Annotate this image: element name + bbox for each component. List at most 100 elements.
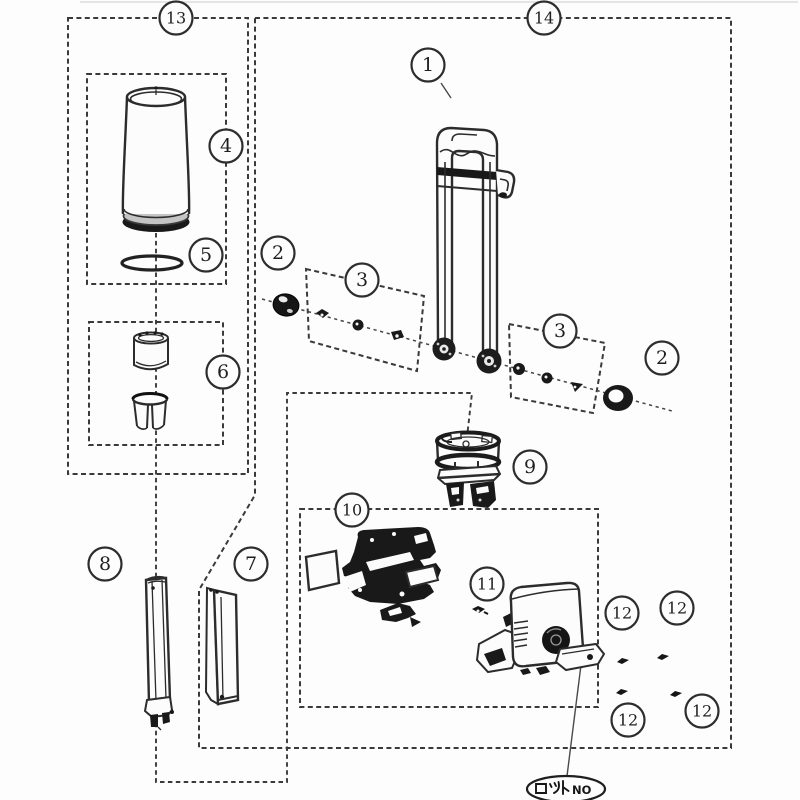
callout-circle [542, 313, 578, 349]
callout-circle [610, 702, 646, 738]
callout-number: 9 [524, 456, 536, 478]
callout-5: 5 [188, 237, 224, 273]
frame-wheel-hub-right [476, 348, 502, 374]
callout-circle [604, 595, 640, 631]
callout-number: 12 [667, 599, 687, 618]
callout-circle [659, 590, 695, 626]
callout-number: 8 [99, 553, 111, 575]
callout-number: 2 [272, 242, 284, 264]
callout-circle [410, 47, 446, 83]
callout-circle [512, 449, 548, 485]
callout-number: 13 [166, 9, 186, 28]
callout-12: 12 [604, 595, 640, 631]
axle-cone [571, 382, 583, 392]
base-main-body [342, 527, 441, 604]
frame-wheel-hub-left [432, 337, 456, 361]
callout-number: 12 [618, 711, 638, 730]
group-box-10 [299, 508, 599, 708]
callout-6: 6 [205, 354, 241, 390]
callout-12: 12 [684, 693, 720, 729]
part-6-filter-set [131, 331, 169, 430]
callout-14: 14 [526, 0, 562, 36]
callout-1-leader [440, 82, 452, 99]
callout-number: 7 [245, 553, 257, 575]
callout-3: 3 [344, 262, 380, 298]
callout-2: 2 [644, 340, 680, 376]
part-2-wheel-cap-left [272, 293, 300, 317]
callout-11: 11 [469, 566, 505, 602]
housing-port [542, 626, 570, 654]
cup-body [122, 97, 190, 214]
callout-9: 9 [512, 449, 548, 485]
part-11-screw [472, 606, 489, 615]
callout-circle [334, 492, 370, 528]
group-box-3-right [507, 322, 607, 415]
callout-number: 14 [534, 9, 554, 28]
callout-number: 2 [656, 347, 668, 369]
callout-number: 5 [200, 244, 212, 266]
callout-circle [188, 237, 224, 273]
screw [657, 654, 669, 660]
frame-cross-bar [437, 167, 497, 180]
part-3-axle-parts-right [513, 363, 583, 392]
frame-hook [495, 168, 516, 199]
callout-circle [158, 0, 194, 36]
callout-3: 3 [542, 313, 578, 349]
part-12-screws [616, 654, 682, 697]
callout-circle [344, 262, 380, 298]
motor-leg-right [470, 481, 496, 508]
base-bracket [380, 603, 421, 627]
part-5-o-ring [120, 254, 184, 272]
lot-no-stamp-location [587, 654, 593, 660]
filter-frame [131, 392, 169, 430]
callout-circle [205, 354, 241, 390]
callout-circle [469, 566, 505, 602]
callout-4: 4 [208, 128, 244, 164]
part-9-motor-fan-assembly [434, 430, 502, 508]
housing-baseplate [554, 642, 606, 672]
screw [670, 691, 682, 697]
callout-number: 6 [217, 361, 229, 383]
part-4-dust-cup [121, 86, 191, 232]
callout-2: 2 [260, 235, 296, 271]
callout-8: 8 [87, 546, 123, 582]
callout-number: 10 [342, 501, 362, 520]
square-plate [304, 549, 341, 592]
part-7-cover-panel [204, 586, 240, 706]
screw [617, 658, 629, 664]
group-box-6 [88, 321, 224, 446]
callout-circle [87, 546, 123, 582]
callout-number: 11 [477, 575, 497, 594]
lower-housing-assembly [475, 581, 606, 675]
filter-cylinder [133, 331, 169, 371]
part-10-base-assembly-group [304, 527, 606, 675]
lot-label-latin: NO [572, 783, 592, 797]
callout-1: 1 [410, 47, 446, 83]
screw [616, 689, 628, 695]
callout-13: 13 [158, 0, 194, 36]
part-1-handle-frame [432, 126, 516, 374]
callout-number: 3 [356, 269, 368, 291]
callout-circle [526, 0, 562, 36]
group-box-3-left [304, 267, 426, 373]
part-8-extension-pipe [143, 575, 174, 731]
group-box-4 [86, 73, 227, 285]
callout-number: 1 [422, 54, 434, 76]
callout-circle [644, 340, 680, 376]
callout-7: 7 [233, 546, 269, 582]
axle-axis-line [261, 298, 673, 412]
callout-circle [208, 128, 244, 164]
part-2-wheel-cap-right [603, 385, 633, 411]
callout-circle [684, 693, 720, 729]
axle-washer [316, 309, 329, 318]
lot-label-katakana-strokes [535, 780, 570, 795]
callout-12: 12 [610, 702, 646, 738]
callout-number: 12 [612, 604, 632, 623]
lot-no-leader [566, 664, 582, 777]
lot-no-label: NO [525, 774, 607, 800]
callout-circle [233, 546, 269, 582]
